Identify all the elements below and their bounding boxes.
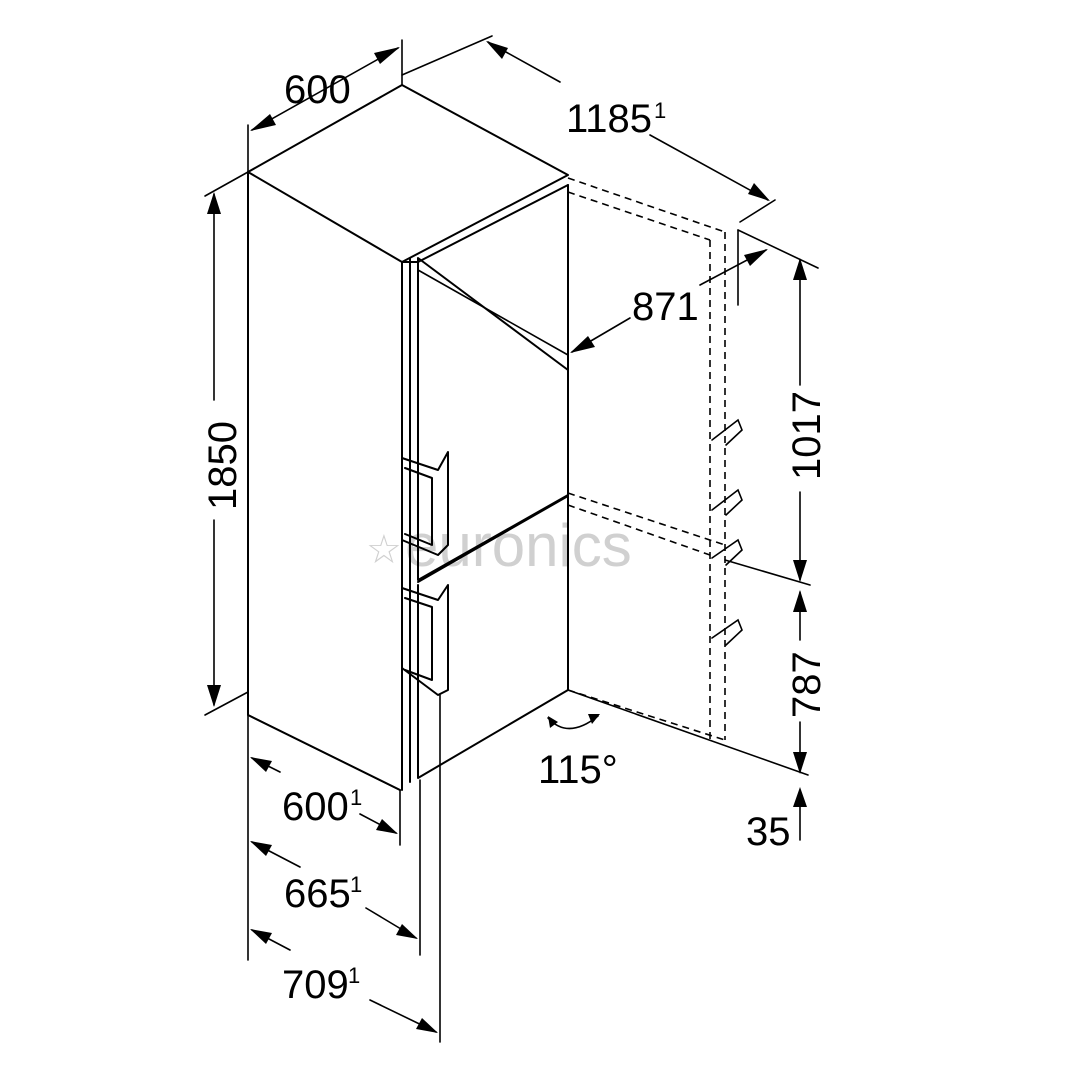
open-door-top-edge <box>567 177 726 233</box>
lower-door-outline <box>417 584 569 779</box>
arrowhead <box>207 685 221 707</box>
arrowhead <box>376 819 398 834</box>
open-door-top-inner-edge <box>567 191 711 241</box>
arrowhead <box>250 841 272 856</box>
dim-note-depth-with-door: 1 <box>350 872 362 897</box>
arrowhead <box>570 336 595 353</box>
ext-line <box>739 199 776 223</box>
ext-line <box>204 171 249 197</box>
arrowhead <box>416 1018 438 1033</box>
door-swing-arrow-right <box>588 714 600 724</box>
dim-open-depth: 1185 1 <box>401 35 776 223</box>
watermark: ☆ euronics <box>366 512 632 579</box>
dim-line <box>251 47 399 131</box>
ext-line <box>737 229 819 269</box>
fridge-bottom-edge <box>247 714 401 791</box>
dim-note-open-depth: 1 <box>654 98 666 123</box>
dim-lower-height: 787 <box>567 590 829 776</box>
dim-label-upper-height: 1017 <box>785 391 829 480</box>
open-door-split-inner <box>567 504 711 556</box>
arrowhead <box>374 47 400 64</box>
lower-handle <box>401 584 449 696</box>
dim-label-depth-with-handle: 709 <box>282 963 349 1007</box>
dim-body-depth: 600 1 <box>250 757 398 834</box>
open-door-outline <box>567 177 743 741</box>
dim-upper-height: 1017 <box>724 258 829 586</box>
ext-line <box>204 691 249 716</box>
door-angle-label: 115° <box>538 748 618 792</box>
dim-label-base-clearance: 35 <box>746 810 791 854</box>
upper-handle-inner <box>404 467 433 546</box>
door-swing-arrow-left <box>548 716 558 728</box>
arrowhead <box>793 752 807 774</box>
fridge-side-face <box>247 171 401 791</box>
dim-depth-with-handle: 709 1 <box>250 929 438 1033</box>
arrowhead <box>207 192 221 214</box>
door-shelf-2 <box>711 488 743 516</box>
door-handles <box>401 451 449 696</box>
arrowhead <box>250 929 272 944</box>
dim-note-body-depth: 1 <box>350 785 362 810</box>
dim-line <box>649 134 769 201</box>
arrowhead <box>748 183 770 201</box>
fridge-doors <box>401 184 569 783</box>
dim-label-top-width: 600 <box>284 68 351 112</box>
door-shelf-3 <box>711 538 743 566</box>
dim-label-body-depth: 600 <box>282 785 349 829</box>
arrowhead <box>793 560 807 582</box>
lower-handle-inner <box>404 597 433 681</box>
dim-top-width: 600 <box>247 39 403 173</box>
arrowhead <box>793 258 807 280</box>
door-split-line <box>417 495 569 583</box>
dim-label-depth-with-door: 665 <box>284 872 351 916</box>
fridge-top-face <box>247 84 569 263</box>
floor-line <box>567 689 809 776</box>
upper-handle <box>401 451 449 556</box>
dim-total-height: 1850 <box>201 171 249 716</box>
arrowhead <box>744 249 768 266</box>
open-door-bottom-edge <box>567 689 726 741</box>
dim-label-total-height: 1850 <box>201 421 245 510</box>
dim-door-depth: 871 <box>570 229 819 353</box>
door-shelf-4 <box>711 618 743 646</box>
fridge-body <box>247 84 569 791</box>
arrowhead <box>793 590 807 612</box>
dim-label-door-depth: 871 <box>632 285 699 329</box>
arrowhead <box>793 787 807 807</box>
ext-line <box>401 35 493 76</box>
arrowhead <box>250 757 272 772</box>
dim-label-open-depth: 1185 <box>566 97 652 141</box>
open-door-split <box>567 492 726 546</box>
arrowhead <box>396 924 418 939</box>
arrowhead <box>250 114 276 131</box>
upper-door-outline <box>417 261 569 581</box>
dim-note-depth-with-handle: 1 <box>348 963 360 988</box>
watermark-star-icon: ☆ <box>366 527 402 573</box>
door-shelf-1 <box>711 418 743 446</box>
dim-label-lower-height: 787 <box>785 651 829 718</box>
upper-door-shading-line <box>417 269 569 356</box>
dim-depth-with-door: 665 1 <box>250 841 418 939</box>
ext-line <box>724 559 811 586</box>
dim-base-clearance: 35 <box>746 787 807 854</box>
arrowhead <box>486 41 508 59</box>
